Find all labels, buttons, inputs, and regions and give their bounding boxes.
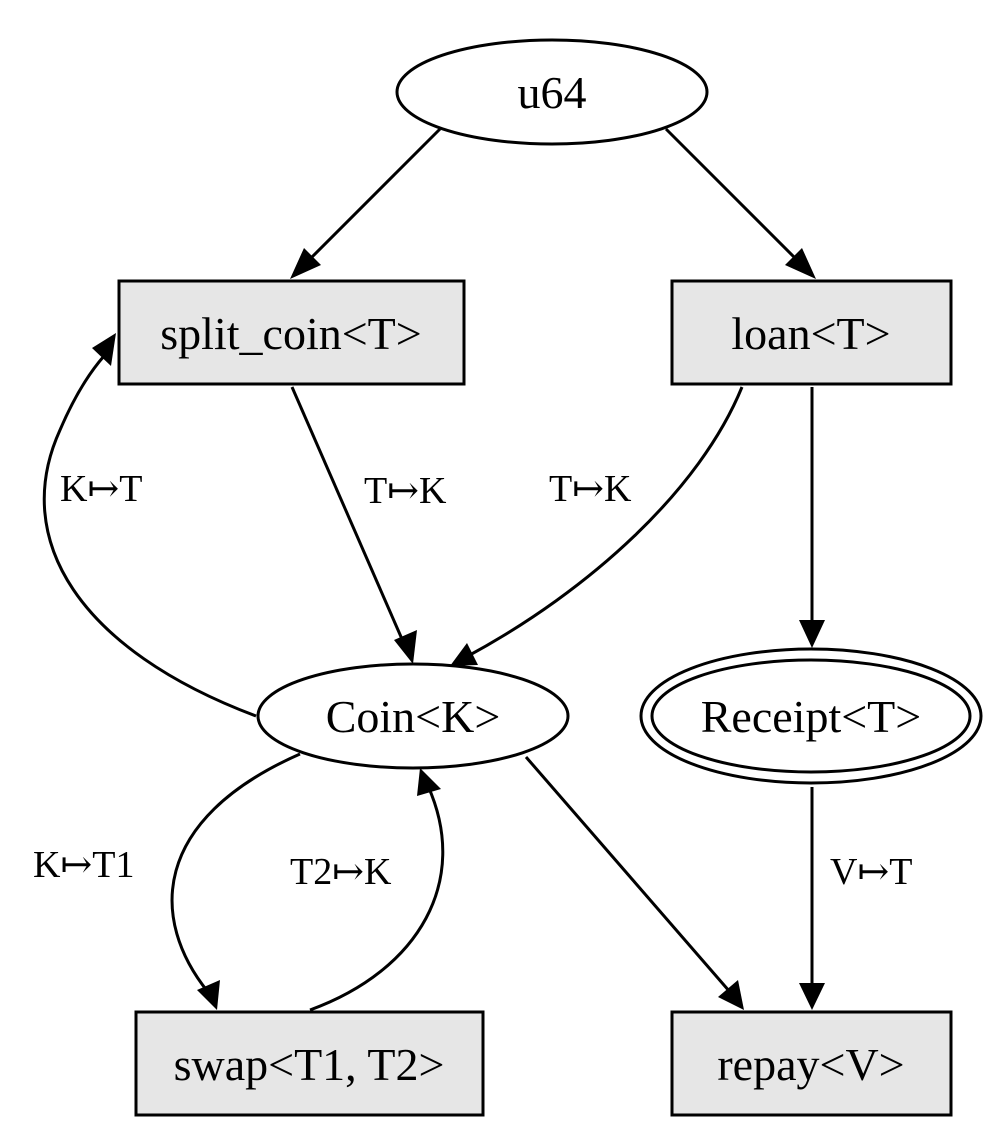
edge-label-receipt-to-repay: V↦T bbox=[830, 851, 913, 893]
node-loan: loan<T> bbox=[670, 279, 953, 386]
node-split-coin-label: split_coin<T> bbox=[160, 308, 421, 359]
node-split-coin-shape bbox=[117, 279, 466, 386]
edge-loan-to-coin bbox=[467, 386, 744, 658]
edges bbox=[42, 127, 814, 1012]
edge-label-coin-to-swap: K↦T1 bbox=[33, 844, 135, 886]
edge-coin-to-split-coin bbox=[42, 355, 257, 718]
node-loan-label: loan<T> bbox=[731, 308, 890, 359]
node-swap: swap<T1, T2> bbox=[134, 1010, 485, 1117]
arrowhead-split-coin-from-coin bbox=[92, 333, 116, 366]
edge-u64-to-split-coin bbox=[301, 127, 442, 268]
arrowhead-split-coin-from-u64 bbox=[290, 248, 321, 279]
node-u64-shape bbox=[395, 38, 709, 146]
node-receipt-label: Receipt<T> bbox=[701, 691, 921, 742]
node-coin-shape bbox=[256, 662, 570, 770]
edge-u64-to-loan bbox=[664, 127, 805, 268]
node-repay-label: repay<V> bbox=[717, 1039, 904, 1090]
edge-split-coin-to-coin bbox=[290, 386, 407, 647]
arrowheads bbox=[92, 248, 825, 1010]
arrowhead-receipt-from-loan bbox=[799, 620, 825, 648]
node-repay-shape bbox=[670, 1010, 953, 1117]
arrowhead-coin-from-swap bbox=[417, 768, 441, 796]
node-receipt: Receipt<T> bbox=[639, 647, 983, 785]
node-loan-shape bbox=[670, 279, 953, 386]
edge-label-swap-to-coin: T2↦K bbox=[290, 851, 392, 893]
node-coin-label: Coin<K> bbox=[326, 691, 501, 742]
node-receipt-inner bbox=[650, 658, 972, 774]
arrowhead-loan-from-u64 bbox=[785, 248, 816, 279]
edge-swap-to-coin bbox=[309, 785, 445, 1012]
node-repay: repay<V> bbox=[670, 1010, 953, 1117]
node-split-coin: split_coin<T> bbox=[117, 279, 466, 386]
arrowhead-repay-from-coin bbox=[718, 980, 744, 1010]
edge-label-coin-to-split-coin: K↦T bbox=[60, 468, 143, 510]
node-u64-label: u64 bbox=[518, 67, 587, 118]
node-swap-label: swap<T1, T2> bbox=[174, 1039, 445, 1090]
arrowhead-repay-from-receipt bbox=[799, 983, 825, 1010]
node-coin: Coin<K> bbox=[256, 662, 570, 770]
edge-label-loan-to-coin: T↦K bbox=[549, 468, 632, 510]
arrowhead-coin-from-split-coin bbox=[394, 630, 417, 664]
node-swap-shape bbox=[134, 1010, 485, 1117]
edge-labels: K↦T T↦K T↦K K↦T1 T2↦K V↦T bbox=[33, 468, 913, 893]
node-u64: u64 bbox=[395, 38, 709, 146]
arrowhead-swap-from-coin bbox=[197, 980, 220, 1010]
edge-label-split-coin-to-coin: T↦K bbox=[364, 470, 447, 512]
edge-coin-to-repay bbox=[524, 756, 732, 993]
arrowhead-coin-from-loan bbox=[450, 643, 478, 666]
edge-coin-to-swap bbox=[170, 752, 301, 993]
